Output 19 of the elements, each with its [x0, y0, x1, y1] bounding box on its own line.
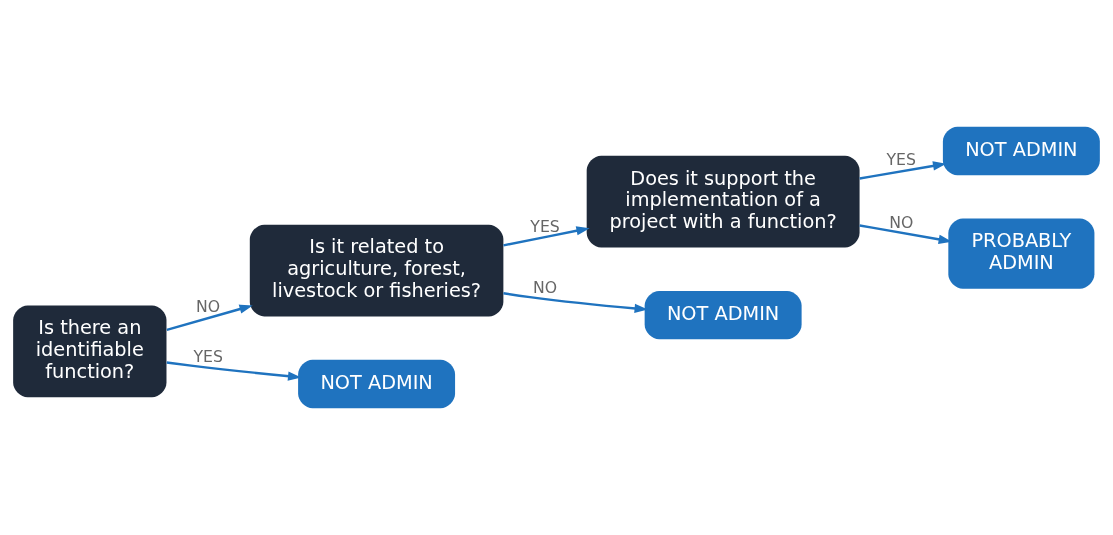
- node-box: NOT ADMIN: [644, 291, 802, 340]
- arrow: [503, 226, 590, 247]
- edge-label: YES: [193, 346, 223, 366]
- node-box: PROBABLY ADMIN: [948, 218, 1095, 289]
- arrow: [859, 161, 947, 180]
- edge-label: YES: [530, 217, 560, 237]
- node-box: Does it support the implementation of a project with a function?: [586, 155, 860, 248]
- node-box: Is it related to agriculture, forest, livestock or fisheries?: [249, 224, 504, 317]
- edge-label: NO: [889, 212, 914, 232]
- node-box: NOT ADMIN: [298, 359, 456, 409]
- edge-label: NO: [196, 297, 221, 317]
- arrow: [166, 361, 302, 381]
- node-box: NOT ADMIN: [942, 126, 1100, 176]
- node-box: Is there an identifiable function?: [13, 305, 167, 398]
- arrow: [503, 292, 648, 314]
- edge-label: YES: [886, 149, 916, 169]
- arrow: [859, 224, 952, 244]
- edge-label: NO: [532, 277, 558, 297]
- arrow: [166, 304, 253, 331]
